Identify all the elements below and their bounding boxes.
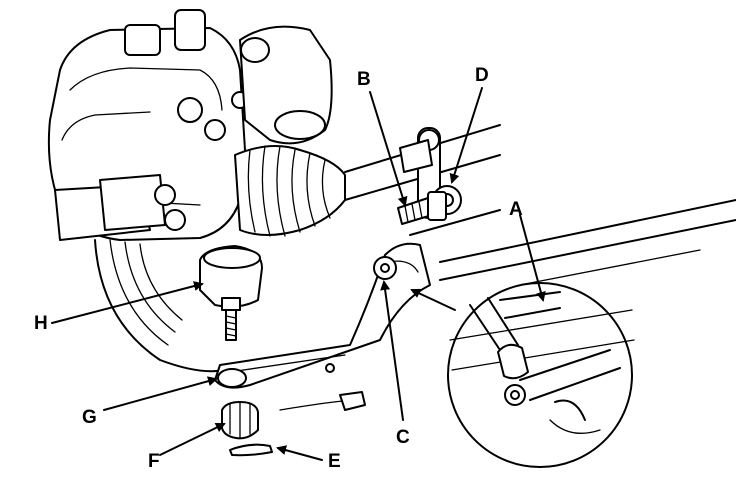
subframe: [409, 199, 736, 286]
callout-label-h: H: [34, 313, 48, 334]
castle-nut: [221, 401, 259, 440]
callout-label-f: F: [148, 451, 160, 472]
detail-pointer: [410, 288, 456, 311]
callout-label-d: D: [475, 65, 489, 86]
detail-circle: [447, 282, 635, 468]
callout-label-e: E: [328, 451, 341, 472]
cv-boot: [234, 145, 346, 237]
cotter-pin: [229, 443, 273, 457]
ball-joint: [199, 245, 263, 341]
leader-lines: [51, 87, 546, 461]
steering-knuckle: [239, 25, 333, 145]
callout-label-b: B: [357, 69, 371, 90]
callout-label-a: A: [509, 199, 523, 220]
lower-control-arm: [214, 242, 431, 411]
callout-label-g: G: [82, 407, 97, 428]
callout-label-c: C: [396, 427, 410, 448]
flange-bolt: [397, 191, 447, 225]
brake-caliper: [47, 9, 249, 241]
brake-rotor: [94, 239, 226, 373]
